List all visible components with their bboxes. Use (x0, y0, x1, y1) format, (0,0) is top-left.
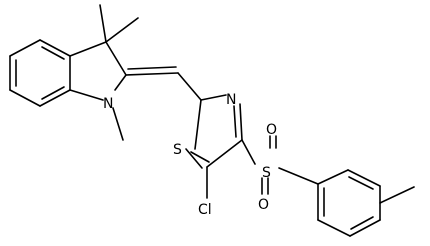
sulfonyl-oxygen-bottom-label: O (258, 197, 269, 213)
tolyl-ring (317, 169, 415, 237)
thiazole-ring (185, 94, 243, 169)
thiazole-nitrogen-label: N (226, 92, 236, 108)
sulfonyl-sulfur-label: S (262, 165, 271, 181)
chlorine-label: Cl (198, 202, 212, 218)
indoline-nitrogen-label: N (103, 96, 113, 112)
sulfonyl-group (241, 135, 319, 195)
indoline-five-ring (69, 41, 127, 101)
methylidene-linker (125, 66, 202, 101)
indoline-benzene-ring (9, 39, 71, 107)
n-methyl (112, 107, 124, 141)
sulfonyl-oxygen-top-label: O (266, 122, 277, 138)
thiazole-sulfur-label: S (173, 142, 182, 158)
gem-dimethyl (99, 4, 139, 43)
